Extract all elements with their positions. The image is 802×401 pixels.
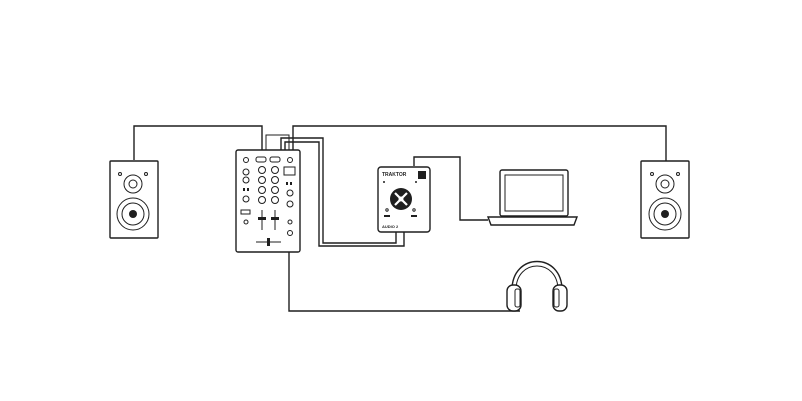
interface-model-label: AUDIO 2 (382, 224, 399, 229)
audio-interface: TRAKTOR AUDIO 2 (377, 166, 431, 233)
interface-brand-label: TRAKTOR (382, 172, 407, 178)
cable-interface-to-laptop (413, 156, 488, 221)
cable-right-speaker (292, 125, 667, 162)
dj-mixer (235, 149, 301, 253)
cable-left-speaker (133, 125, 263, 160)
cables (133, 125, 667, 312)
cable-mixer-to-interface-a (280, 137, 397, 244)
right-speaker (640, 160, 690, 239)
cable-mixer-to-interface-b (284, 141, 405, 247)
left-speaker (109, 160, 159, 239)
headphones (506, 260, 568, 312)
laptop (486, 169, 579, 226)
cable-mixer-to-headphones (288, 251, 520, 312)
